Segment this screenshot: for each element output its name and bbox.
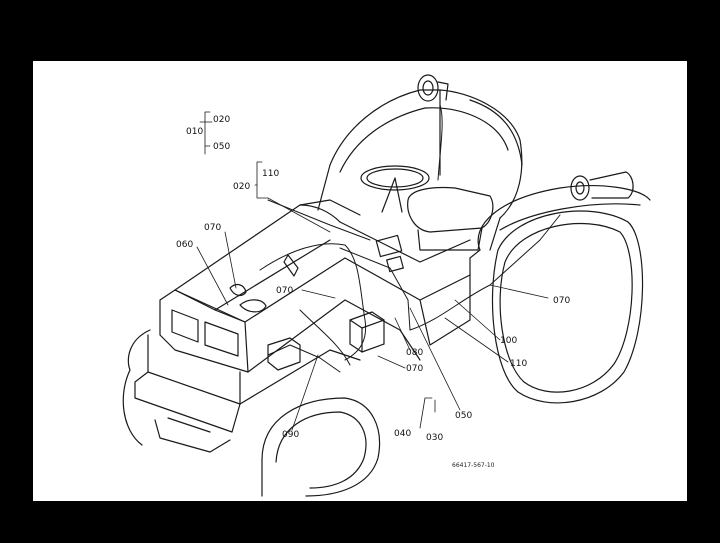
label-100: 100 xyxy=(500,336,517,346)
switch-cluster xyxy=(375,234,404,273)
horn-component xyxy=(239,299,267,313)
label-010: 010 xyxy=(186,127,203,137)
tractor-drawing xyxy=(122,74,651,497)
label-070-lower: 070 xyxy=(406,364,423,374)
label-070-middle: 070 xyxy=(276,286,293,296)
label-030: 030 xyxy=(426,433,443,443)
seat xyxy=(407,186,494,251)
label-040: 040 xyxy=(394,429,411,439)
label-070-left: 070 xyxy=(204,223,221,233)
diagram-sheet xyxy=(33,61,687,501)
battery-block xyxy=(349,311,385,353)
rear-wheel xyxy=(491,210,644,404)
left-front-wheel xyxy=(122,329,151,446)
leader-lines xyxy=(196,111,549,431)
bulb-plug xyxy=(283,254,299,277)
front-wheel xyxy=(261,397,381,497)
drawing-number: 66417-567-10 xyxy=(452,462,495,469)
steering-wheel xyxy=(360,165,430,213)
cab-lamp-top xyxy=(417,74,449,102)
label-050: 050 xyxy=(455,411,472,421)
fuse-box xyxy=(267,337,301,371)
label-110-bottom: 110 xyxy=(510,359,527,369)
label-080: 080 xyxy=(406,348,423,358)
label-060: 060 xyxy=(176,240,193,250)
callout-labels: 010 020 050 020 110 070 060 070 070 100 … xyxy=(176,115,570,469)
fender-lamp xyxy=(570,171,634,201)
label-020-top: 020 xyxy=(213,115,230,125)
label-070-right: 070 xyxy=(553,296,570,306)
rear-fender xyxy=(469,185,651,321)
label-110-top: 110 xyxy=(262,169,279,179)
label-090: 090 xyxy=(282,430,299,440)
hood xyxy=(174,199,471,323)
label-050-top: 050 xyxy=(213,142,230,152)
cab-frame xyxy=(317,89,523,251)
label-020: 020 xyxy=(233,182,250,192)
